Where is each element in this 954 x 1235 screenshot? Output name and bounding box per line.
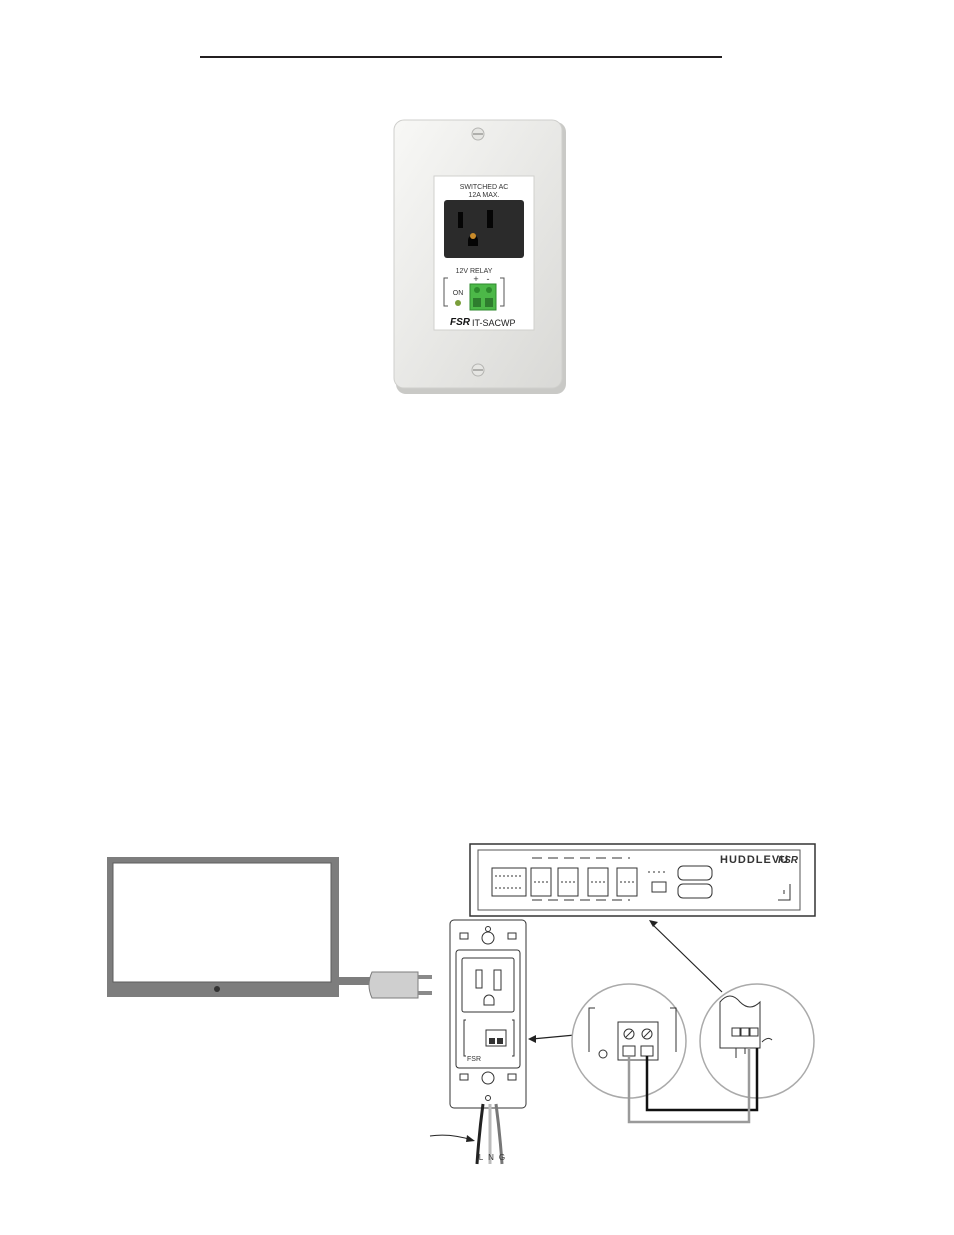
power-plug bbox=[368, 971, 432, 999]
wire-label-n: N bbox=[488, 1153, 494, 1162]
relay-wire-negative bbox=[645, 1048, 759, 1112]
relay-label: 12V RELAY bbox=[456, 268, 493, 275]
controller-brand-logo: HUDDLEVU bbox=[720, 854, 789, 866]
display-monitor bbox=[107, 857, 339, 997]
wire-callout-arrow bbox=[429, 1134, 473, 1141]
ac-supply-wires bbox=[475, 1103, 504, 1165]
header-rule bbox=[200, 56, 722, 58]
zoom-led-icon bbox=[598, 1049, 608, 1059]
relay-minus: - bbox=[487, 274, 490, 284]
wire-label-g: G bbox=[499, 1153, 505, 1162]
model-label: IT-SACWP bbox=[472, 318, 516, 328]
huddlevu-controller: HUDDLEVU FSR bbox=[469, 843, 816, 917]
controller-port-zoom bbox=[699, 983, 815, 1099]
controller-maker-logo: FSR bbox=[778, 855, 799, 866]
wallplate-photo: SWITCHED AC 12A MAX. 12V RELAY + - ON FS… bbox=[393, 119, 566, 394]
relay-terminal-block bbox=[469, 283, 497, 311]
power-cord bbox=[339, 977, 374, 985]
plate-top-screw-icon bbox=[481, 931, 495, 945]
relay-plus: + bbox=[473, 274, 478, 284]
wire-label-l: L bbox=[479, 1153, 484, 1162]
relay-terminal-zoom bbox=[571, 983, 687, 1099]
plate-bottom-screw-icon bbox=[481, 1071, 495, 1085]
outlet-label-line1: SWITCHED AC bbox=[460, 184, 509, 191]
brand-logo: FSR bbox=[450, 317, 471, 328]
relay-wire-positive bbox=[627, 1048, 751, 1124]
outlet-label-line2: 12A MAX. bbox=[468, 192, 499, 199]
on-led-icon bbox=[455, 300, 461, 306]
diagram-wallplate: FSR bbox=[449, 919, 527, 1109]
display-power-icon bbox=[214, 986, 220, 992]
led-label: ON bbox=[453, 290, 464, 297]
ac-outlet bbox=[444, 200, 524, 258]
controller-callout-arrow bbox=[651, 923, 723, 993]
wiring-diagram: HUDDLEVU FSR FSR L N G bbox=[107, 843, 816, 1165]
plate-brand-label: FSR bbox=[467, 1056, 481, 1063]
plate-callout-arrow bbox=[531, 1034, 576, 1040]
